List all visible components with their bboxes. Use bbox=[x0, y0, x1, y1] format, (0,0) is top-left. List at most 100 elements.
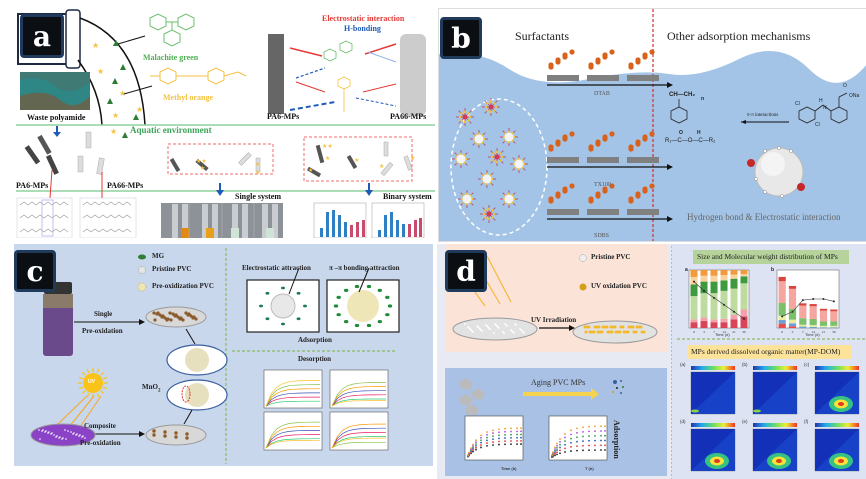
uv-pvc-dot bbox=[621, 325, 625, 329]
x-tick-label: 21 bbox=[822, 330, 826, 334]
mg-molecule bbox=[333, 304, 339, 308]
stacked-bar-segment bbox=[799, 318, 807, 325]
drug-cl-bottom: Cl bbox=[815, 122, 820, 128]
pvc-dot bbox=[78, 435, 80, 437]
ads-point bbox=[588, 449, 590, 452]
pvc-dot bbox=[65, 438, 67, 440]
pvc-dot bbox=[519, 328, 521, 330]
desorption-curve bbox=[265, 396, 320, 407]
desorption-curve bbox=[265, 384, 320, 407]
stacked-bar-segment bbox=[690, 322, 698, 328]
methyl-orange-structure bbox=[150, 67, 247, 85]
ads-point bbox=[556, 444, 558, 447]
ads-point bbox=[516, 427, 518, 430]
ads-point bbox=[504, 430, 506, 433]
ads-point bbox=[470, 447, 472, 450]
eem-colorbar bbox=[691, 366, 735, 370]
uv-pvc-dot bbox=[587, 325, 591, 329]
ads-point bbox=[510, 440, 512, 442]
ads-point bbox=[559, 449, 561, 452]
ads-point bbox=[554, 448, 556, 450]
desorption-curve bbox=[331, 431, 387, 449]
panel-label-d: d bbox=[445, 250, 487, 292]
ads-point bbox=[510, 436, 512, 439]
malachite-green-structure bbox=[149, 13, 195, 47]
ads-point bbox=[559, 452, 561, 455]
ads-point bbox=[582, 444, 584, 447]
svg-text:★★: ★★ bbox=[322, 143, 333, 150]
ads-point bbox=[554, 452, 556, 455]
uv-pvc-dot bbox=[618, 330, 622, 334]
stacked-bar-segment bbox=[778, 302, 786, 316]
pvc-dot bbox=[38, 429, 40, 431]
ads-point bbox=[498, 437, 500, 440]
pvc-dot bbox=[79, 434, 81, 436]
mg-molecule bbox=[354, 323, 360, 328]
ads-point bbox=[516, 443, 518, 445]
pvc-dot bbox=[464, 323, 466, 325]
dye-molecule bbox=[562, 134, 568, 140]
stacked-bar-segment bbox=[788, 323, 797, 327]
ads-point bbox=[554, 449, 556, 452]
dye-molecule bbox=[649, 131, 655, 137]
micelle bbox=[486, 211, 492, 217]
stacked-bar-segment bbox=[778, 323, 786, 328]
eem-label-b: (b) bbox=[742, 362, 748, 367]
ads-point bbox=[475, 446, 477, 449]
pvc-dot bbox=[41, 430, 43, 432]
desorption-curve bbox=[331, 394, 386, 407]
ester-formula: R₁—C—O—C—R₂ bbox=[665, 138, 716, 144]
malachite-green-label: Malachite green bbox=[143, 53, 199, 62]
x-tick-label: 7 bbox=[802, 330, 804, 334]
pvc-dot bbox=[55, 436, 57, 438]
desorption-curve bbox=[331, 382, 386, 407]
dye-molecule bbox=[635, 191, 641, 197]
ads-point bbox=[570, 441, 572, 444]
stacked-bar-segment bbox=[740, 276, 748, 284]
ads-point bbox=[564, 447, 566, 450]
ads-point bbox=[559, 446, 561, 449]
pristine-pvc-icon bbox=[579, 254, 587, 262]
ads-point bbox=[480, 441, 482, 444]
desorption-curve bbox=[265, 400, 320, 407]
blue-arrows bbox=[53, 126, 373, 196]
composite-dish bbox=[145, 424, 207, 446]
stacked-bar-segment bbox=[690, 284, 698, 297]
sun-ray bbox=[78, 376, 84, 380]
surfactant-rows bbox=[547, 49, 673, 222]
x-tick-label: 30 bbox=[742, 330, 746, 334]
pvc-dot bbox=[168, 311, 172, 315]
pvc-particle-1 bbox=[185, 348, 209, 372]
binary-dashed-box bbox=[303, 136, 413, 182]
mg-molecule bbox=[343, 288, 349, 292]
dye-molecule bbox=[588, 196, 594, 202]
uv-oxidation-pvc-icon bbox=[579, 283, 587, 291]
ads-point bbox=[475, 439, 477, 442]
pvc-dot bbox=[169, 318, 173, 322]
desorption-label: Desorption bbox=[298, 355, 332, 363]
dye-molecule bbox=[602, 186, 608, 192]
ads-point bbox=[551, 454, 553, 456]
stacked-bar-segment bbox=[740, 316, 748, 328]
x-tick-label: 14 bbox=[811, 330, 815, 334]
sun-ray bbox=[78, 386, 84, 390]
stacked-bar-segment bbox=[740, 274, 748, 277]
dye-molecule bbox=[569, 183, 575, 189]
svg-text:★: ★ bbox=[325, 155, 330, 162]
desorption-curve bbox=[265, 439, 320, 449]
pvc-dot bbox=[192, 315, 196, 319]
ads-point bbox=[504, 443, 506, 446]
pvc-dot bbox=[163, 316, 167, 320]
sun-ray bbox=[100, 371, 105, 376]
eem-label-a: (a) bbox=[680, 362, 686, 367]
surfactant-label-sdbs: SDBS bbox=[594, 233, 610, 239]
mg-molecule bbox=[385, 313, 390, 317]
uv-pvc-dot bbox=[597, 325, 601, 329]
eem-peak-core bbox=[838, 459, 844, 463]
stacked-bar-segment bbox=[819, 325, 828, 328]
stacked-bar-segment bbox=[799, 303, 807, 306]
ads-point bbox=[472, 445, 474, 447]
substrate bbox=[587, 75, 619, 81]
purple-dish bbox=[30, 423, 96, 447]
micelle bbox=[462, 194, 472, 204]
